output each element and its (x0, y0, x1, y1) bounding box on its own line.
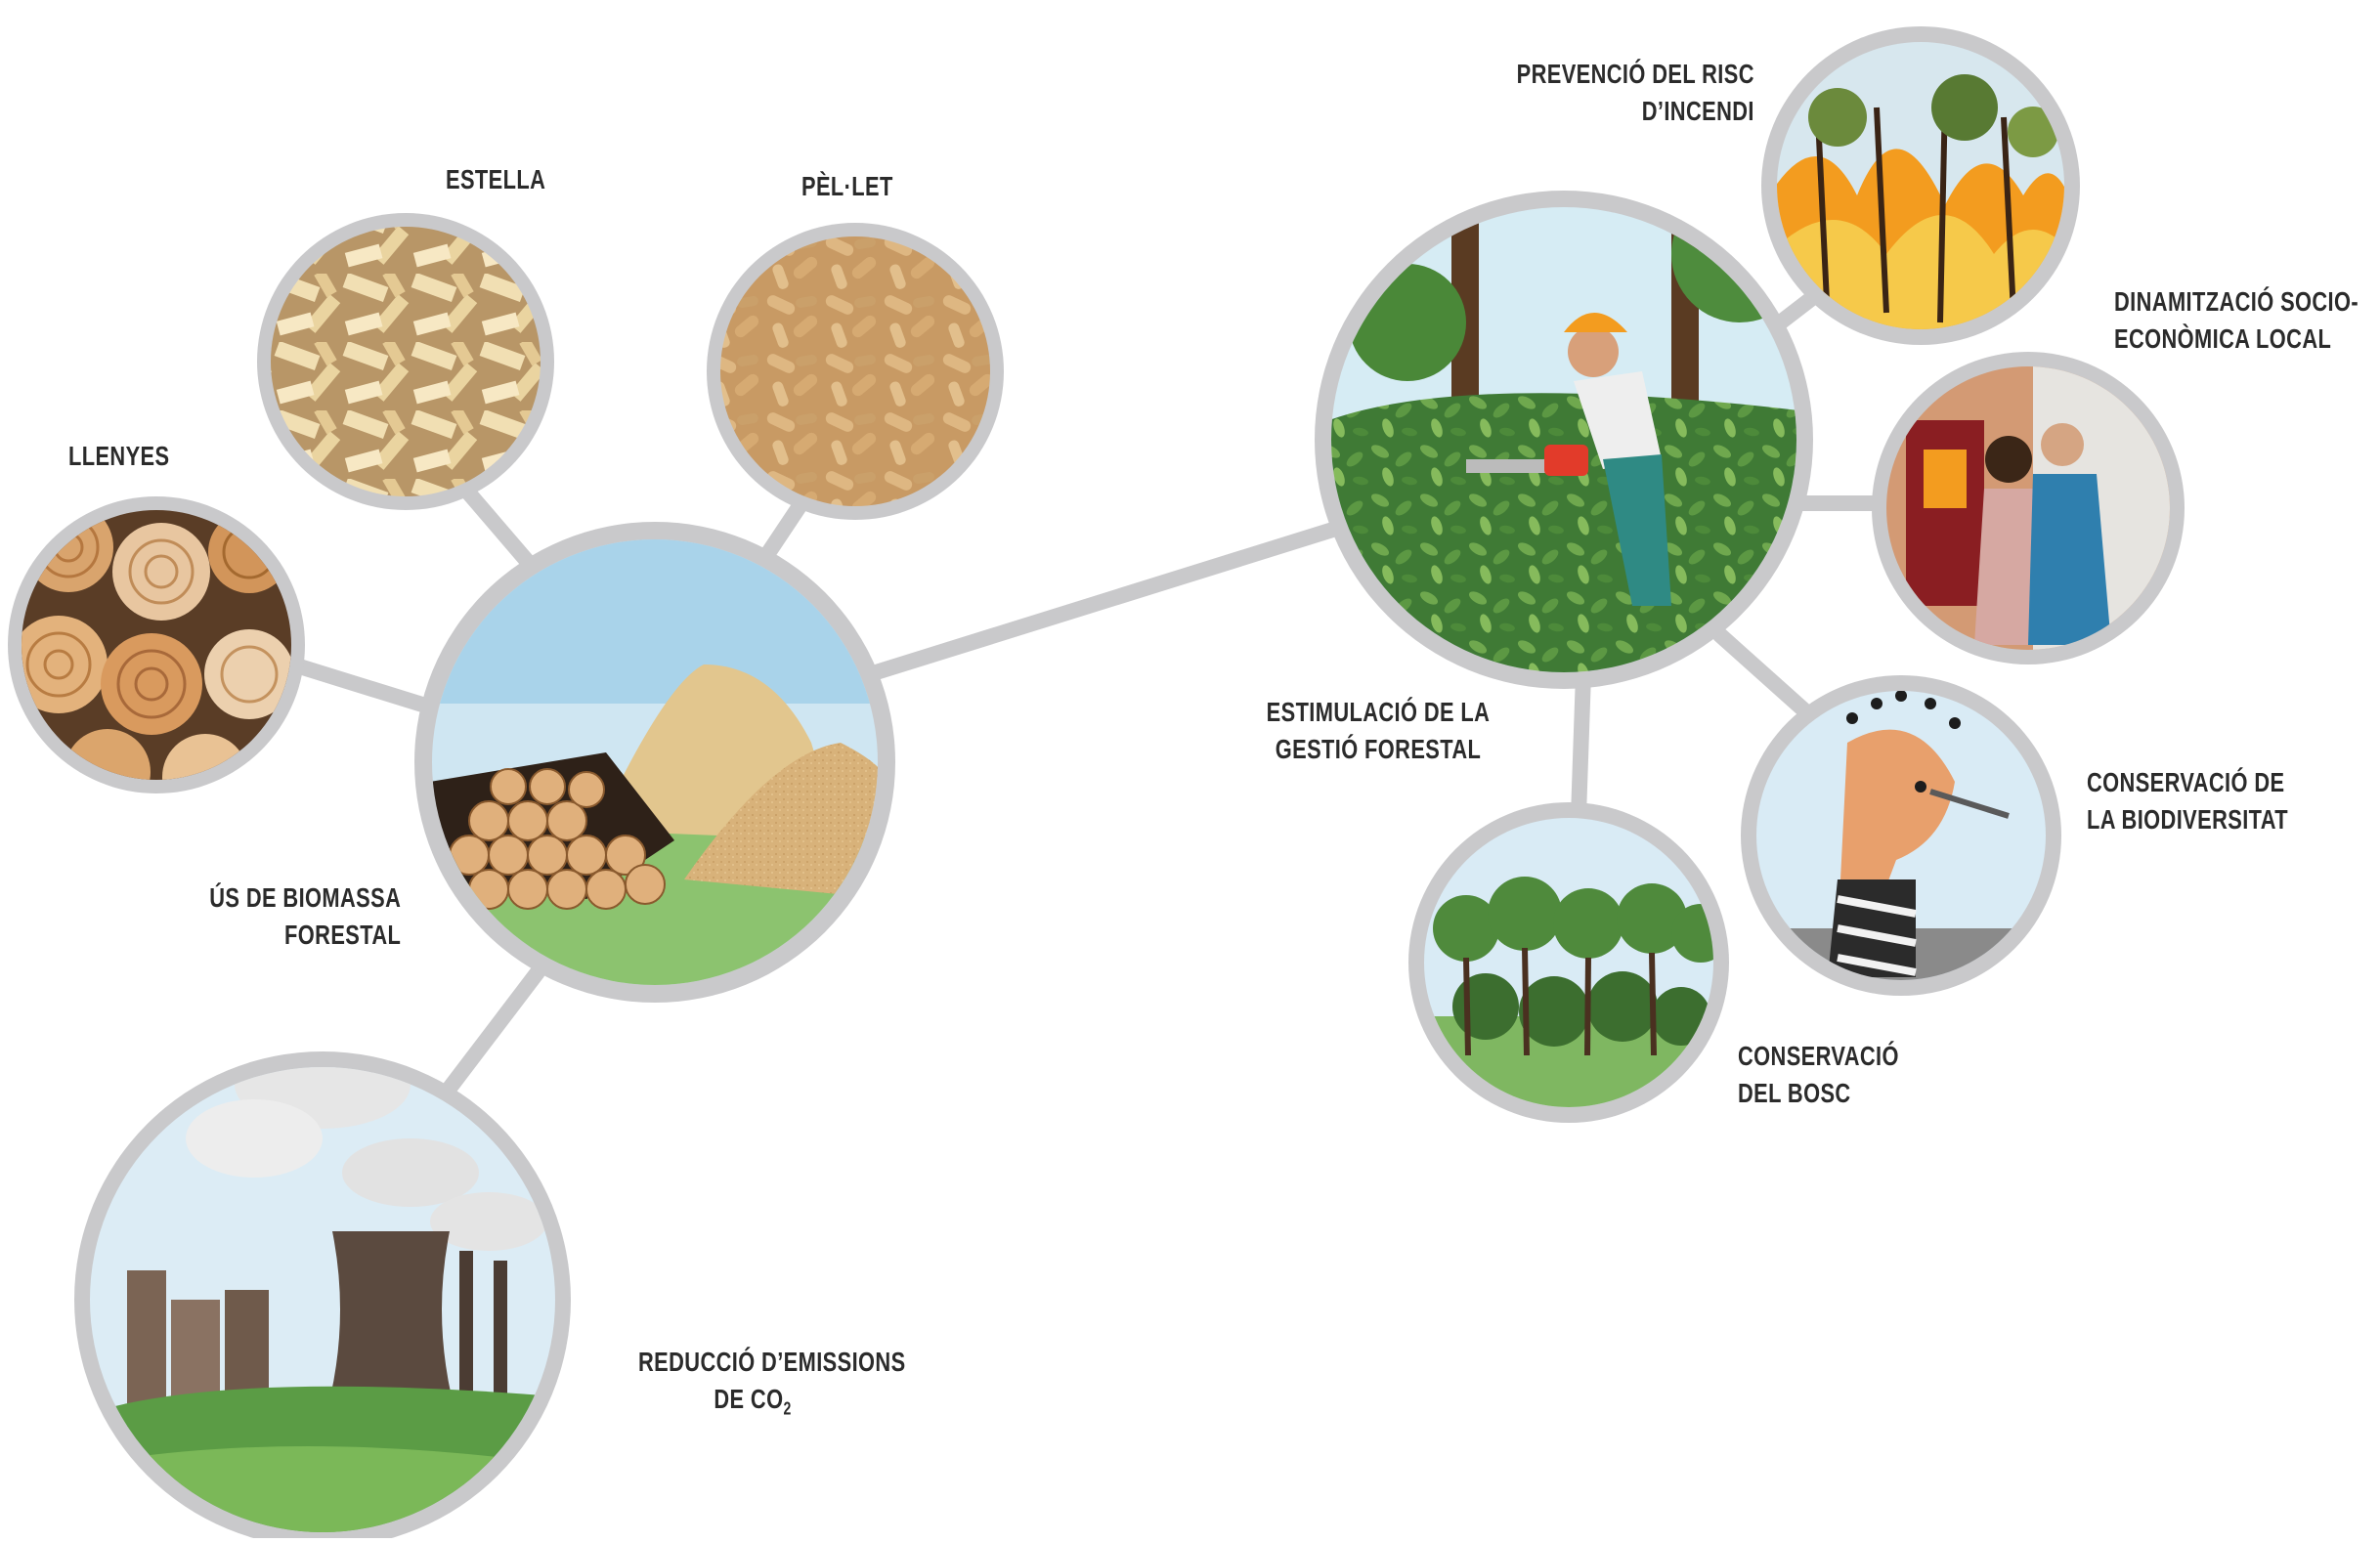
connector-biomassa-estimulacio (862, 520, 1347, 682)
connector-llenyes (285, 657, 443, 716)
estimulacio-circle (1315, 191, 1813, 689)
label-us-biomassa: ÚS DE BIOMASSA FORESTAL (209, 882, 401, 950)
pellet-circle (707, 223, 1004, 520)
connector-estella (461, 486, 536, 570)
dinamitzacio-circle (1872, 352, 2185, 664)
label-reduccio: REDUCCIÓ D’EMISSIONS DE CO2 (638, 1347, 906, 1419)
reduccio-circle (74, 1051, 571, 1543)
log-ends (22, 510, 291, 780)
incendi-circle (1761, 26, 2080, 345)
label-conservacio-bosc: CONSERVACIÓ DEL BOSC (1738, 1041, 1899, 1108)
label-prevencio: PREVENCIÓ DEL RISC D’INCENDI (1516, 59, 1754, 126)
biomassa-circle (414, 522, 895, 1003)
estella-circle (257, 213, 554, 510)
log-pile (449, 768, 666, 910)
label-estimulacio: ESTIMULACIÓ DE LA GESTIÓ FORESTAL (1266, 697, 1491, 764)
llenyes-circle (8, 496, 305, 793)
connector-bosc (1571, 666, 1591, 824)
connector-reduccio (437, 964, 545, 1102)
label-dinamitzacio: DINAMITZACIÓ SOCIO- ECONÒMICA LOCAL (2114, 286, 2359, 354)
biodiversitat-circle (1741, 675, 2061, 996)
connector-biodiversitat (1712, 627, 1821, 726)
label-pellet: PÈL·LET (801, 171, 893, 201)
connectors (285, 271, 1894, 1102)
bosc-circle (1408, 802, 1729, 1123)
label-conservacio-biodiversitat: CONSERVACIÓ DE LA BIODIVERSITAT (2087, 767, 2289, 835)
label-llenyes: LLENYES (68, 441, 170, 471)
label-estella: ESTELLA (446, 164, 546, 194)
worker-figure (1466, 313, 1671, 606)
